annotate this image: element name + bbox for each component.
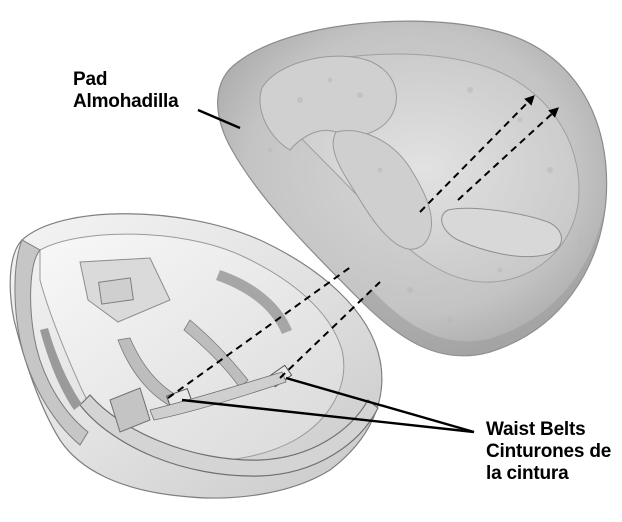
waist-belts-callout: Waist Belts Cinturones de la cintura xyxy=(486,419,611,485)
pad-label-en: Pad xyxy=(73,69,178,91)
waist-belts-label-es-2: la cintura xyxy=(486,463,611,485)
waist-belts-label-en: Waist Belts xyxy=(486,419,611,441)
pad-label-es: Almohadilla xyxy=(73,91,178,113)
waist-belts-label-es-1: Cinturones de xyxy=(486,441,611,463)
pad-callout: Pad Almohadilla xyxy=(73,69,178,113)
seat-back-tag xyxy=(99,278,134,304)
